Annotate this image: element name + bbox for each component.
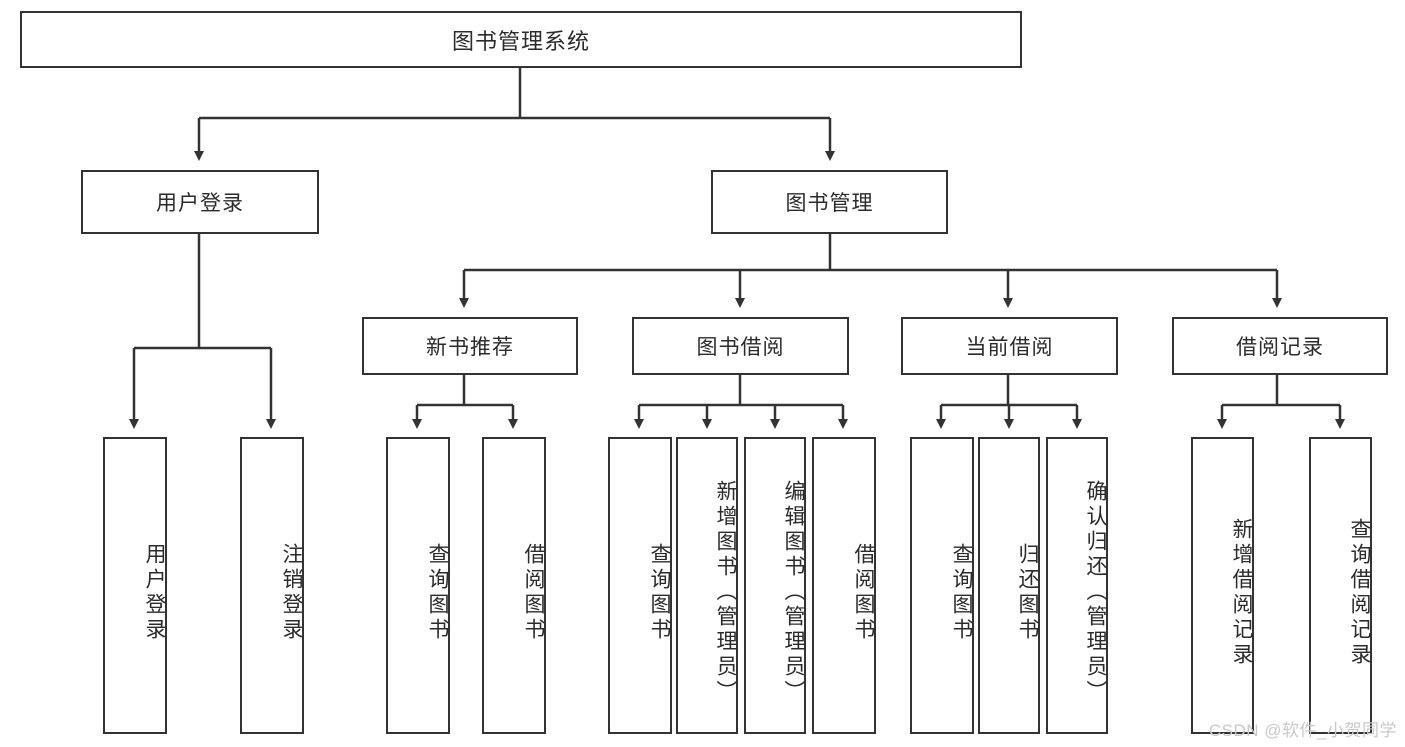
node-current-borrow-label: 当前借阅: [965, 336, 1054, 359]
leaf-new-book-1-label: 查询图书: [426, 542, 449, 643]
leaf-book-borrow-1[interactable]: 查询图书: [608, 437, 672, 734]
node-user-login-label: 用户登录: [156, 192, 244, 215]
node-book-borrow-label: 图书借阅: [696, 336, 785, 359]
node-borrow-record[interactable]: 借阅记录: [1172, 317, 1388, 375]
node-book-borrow[interactable]: 图书借阅: [632, 317, 849, 375]
node-new-book-recommend[interactable]: 新书推荐: [362, 317, 578, 375]
leaf-current-borrow-1-label: 查询图书: [950, 542, 973, 643]
leaf-current-borrow-2[interactable]: 归还图书: [978, 437, 1040, 734]
leaf-book-borrow-1-label: 查询图书: [648, 542, 671, 643]
leaf-borrow-record-2-label: 查询借阅记录: [1348, 517, 1371, 668]
node-root-label: 图书管理系统: [451, 28, 590, 54]
leaf-user-login-1[interactable]: 用户登录: [103, 437, 167, 734]
leaf-book-borrow-4-label: 借阅图书: [852, 542, 875, 643]
node-borrow-record-label: 借阅记录: [1236, 336, 1324, 359]
leaf-book-borrow-3[interactable]: 编辑图书（管理员）: [744, 437, 806, 734]
leaf-current-borrow-3[interactable]: 确认归还（管理员）: [1046, 437, 1108, 734]
csdn-watermark: CSDN @软件_小贺同学: [1208, 721, 1397, 740]
leaf-current-borrow-2-label: 归还图书: [1016, 542, 1039, 643]
leaf-book-borrow-3-label: 编辑图书（管理员）: [782, 480, 805, 705]
node-root-system[interactable]: 图书管理系统: [20, 11, 1022, 68]
node-user-login[interactable]: 用户登录: [81, 170, 319, 234]
node-book-management-label: 图书管理: [785, 192, 874, 215]
leaf-book-borrow-2[interactable]: 新增图书（管理员）: [676, 437, 738, 734]
leaf-book-borrow-4[interactable]: 借阅图书: [812, 437, 876, 734]
leaf-current-borrow-3-label: 确认归还（管理员）: [1084, 480, 1107, 705]
leaf-borrow-record-1-label: 新增借阅记录: [1230, 517, 1253, 668]
leaf-borrow-record-1[interactable]: 新增借阅记录: [1191, 437, 1254, 734]
leaf-book-borrow-2-label: 新增图书（管理员）: [714, 480, 737, 705]
leaf-user-login-2-label: 注销登录: [280, 542, 303, 643]
leaf-user-login-1-label: 用户登录: [143, 542, 166, 643]
node-book-management[interactable]: 图书管理: [711, 170, 948, 234]
leaf-new-book-2[interactable]: 借阅图书: [482, 437, 546, 734]
leaf-new-book-1[interactable]: 查询图书: [386, 437, 450, 734]
leaf-borrow-record-2[interactable]: 查询借阅记录: [1309, 437, 1372, 734]
node-new-book-recommend-label: 新书推荐: [426, 336, 514, 359]
node-current-borrow[interactable]: 当前借阅: [901, 317, 1118, 375]
leaf-current-borrow-1[interactable]: 查询图书: [910, 437, 974, 734]
leaf-user-login-2[interactable]: 注销登录: [240, 437, 304, 734]
leaf-new-book-2-label: 借阅图书: [522, 542, 545, 643]
